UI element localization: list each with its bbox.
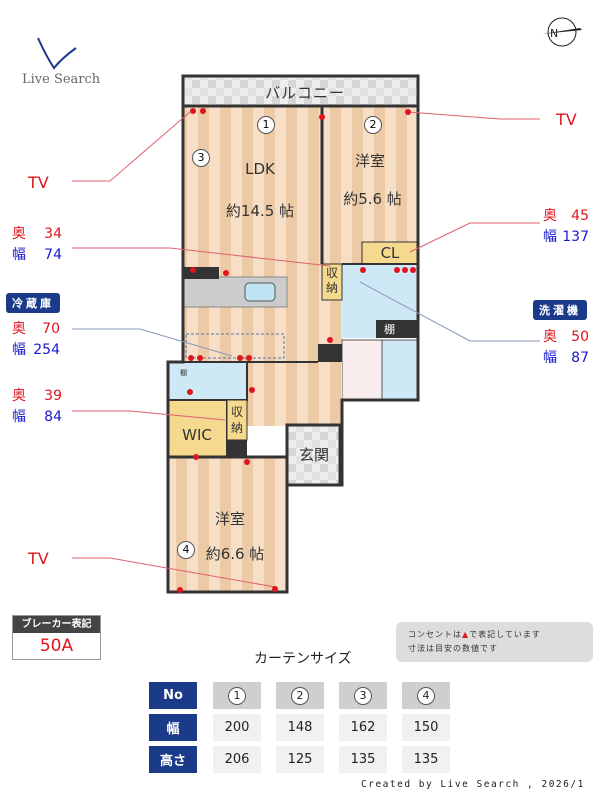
window-3-marker: 3 — [192, 149, 210, 167]
curtain-height-4: 135 — [402, 746, 450, 773]
curtain-title: カーテンサイズ — [254, 651, 352, 667]
row-header-no: No — [149, 682, 197, 709]
curtain-width-1: 200 — [213, 714, 261, 741]
curtain-width-4: 150 — [402, 714, 450, 741]
leader-tv-left-top — [72, 111, 191, 182]
cl-label: CL — [380, 244, 400, 262]
logo-text: Live Search — [22, 72, 101, 87]
leader-a1 — [72, 247, 331, 267]
entrance — [285, 423, 342, 487]
curtain-height-1: 206 — [213, 746, 261, 773]
ldk-room — [183, 106, 343, 362]
western2-label: 洋室 — [354, 152, 385, 170]
fridge-space — [185, 333, 285, 359]
toilet-shelf-label: 棚 — [180, 369, 187, 377]
curtain-height-3: 135 — [339, 746, 387, 773]
breaker-box: ブレーカー表記 50A — [12, 615, 101, 660]
ldk-size: 約14.5 帖 — [225, 202, 295, 220]
storage-1 — [321, 263, 343, 301]
curtain-no-4: 4 — [402, 682, 450, 709]
window-2-marker: 2 — [364, 116, 382, 134]
footer-credit: Created by Live Search , 2026/1 — [361, 779, 585, 790]
curtain-no-2: 2 — [276, 682, 324, 709]
curtain-no-3: 3 — [339, 682, 387, 709]
balcony-label: バルコニー — [265, 84, 345, 102]
note-box: コンセントは▲で表記しています 寸法は目安の数値です — [396, 622, 593, 662]
leader-a3 — [72, 410, 226, 421]
logo: Live Search — [22, 36, 106, 88]
note-text-1b: で表記しています — [469, 630, 541, 639]
wic-label: WIC — [182, 426, 212, 444]
curtain-no-1: 1 — [213, 682, 261, 709]
hallway — [247, 362, 342, 426]
tv-label-left-top: TV — [28, 173, 49, 192]
row-header-height: 高さ — [149, 746, 197, 773]
storage1-label: 収納 — [325, 266, 338, 295]
changing — [341, 339, 383, 401]
leader-fridge — [72, 328, 233, 357]
entrance-label: 玄関 — [298, 446, 329, 464]
western4-label: 洋室 — [214, 510, 245, 528]
storage2-label: 収納 — [230, 405, 243, 435]
note-text-2: 寸法は目安の数値です — [408, 644, 498, 653]
washer-tag: 洗濯機 — [533, 300, 587, 320]
svg-text:N: N — [550, 27, 558, 40]
fridge-tag: 冷蔵庫 — [6, 293, 60, 313]
leader-washer — [359, 281, 540, 342]
leader-tv-right — [407, 111, 540, 120]
western4-size: 約6.6 帖 — [205, 545, 265, 563]
tv-label-left-bottom: TV — [28, 549, 49, 568]
note-text-1a: コンセントは — [408, 630, 462, 639]
ldk-label: LDK — [245, 160, 275, 178]
western2-size: 約5.6 帖 — [343, 190, 402, 208]
compass-icon: N — [540, 14, 584, 56]
bath — [381, 339, 419, 401]
leader-tv-left-bottom — [72, 557, 276, 588]
balcony — [181, 74, 420, 108]
row-header-width: 幅 — [149, 714, 197, 741]
outlet-markers — [177, 108, 416, 593]
breaker-value: 50A — [39, 636, 74, 656]
leader-a4 — [409, 222, 540, 253]
curtain-width-2: 148 — [276, 714, 324, 741]
breaker-title: ブレーカー表記 — [13, 616, 100, 633]
logo-mark-icon — [37, 37, 77, 70]
curtain-width-3: 162 — [339, 714, 387, 741]
window-1-marker: 1 — [257, 116, 275, 134]
window-4-marker: 4 — [177, 541, 195, 559]
tv-label-right: TV — [556, 110, 577, 129]
curtain-height-2: 125 — [276, 746, 324, 773]
shelf-label: 棚 — [384, 323, 395, 336]
outlet-icon: ▲ — [462, 630, 470, 639]
